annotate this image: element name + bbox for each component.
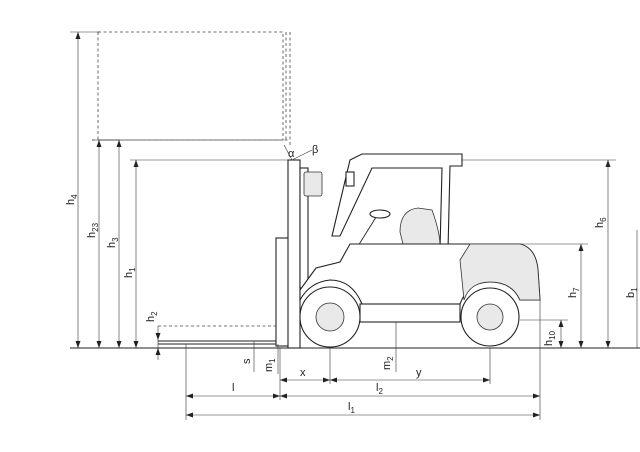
arrows-h10 (558, 320, 564, 348)
chassis-step (359, 303, 461, 323)
label-h6: h6 (594, 217, 608, 228)
label-h2: h2 (145, 311, 159, 322)
label-h10: h10 (543, 330, 557, 346)
label-b1: b1 (625, 287, 639, 298)
label-l2: l2 (376, 382, 383, 396)
mast-tilt-ref-2 (291, 149, 313, 161)
label-alpha: α (288, 148, 295, 160)
arrows-h2 (155, 333, 161, 355)
label-m1: m1 (263, 358, 277, 372)
mirror (345, 171, 355, 187)
label-h4: h4 (65, 194, 79, 205)
mast-tilt-ref (283, 144, 293, 161)
mast-cylinder (303, 171, 323, 197)
label-s: s (241, 358, 253, 364)
label-h1: h1 (123, 267, 137, 278)
counterweight (459, 243, 541, 301)
rear-wheel-hub (476, 303, 504, 331)
label-l1: l1 (348, 401, 355, 415)
front-wheel-hub (315, 302, 345, 332)
label-beta: β (312, 144, 318, 156)
label-h3: h3 (106, 237, 120, 248)
label-h7: h7 (567, 287, 581, 298)
label-m2: m2 (381, 356, 395, 370)
seat (399, 207, 441, 249)
label-l: l (232, 382, 234, 394)
arrows-l-l2 (186, 393, 540, 399)
overhead-guard (331, 153, 463, 251)
steering-column (357, 213, 379, 247)
label-h23: h23 (86, 222, 100, 238)
mast-outer (287, 159, 301, 349)
steering-wheel (369, 209, 391, 219)
label-x: x (300, 367, 306, 379)
raised-load-outline (97, 31, 284, 141)
label-y: y (416, 367, 422, 379)
